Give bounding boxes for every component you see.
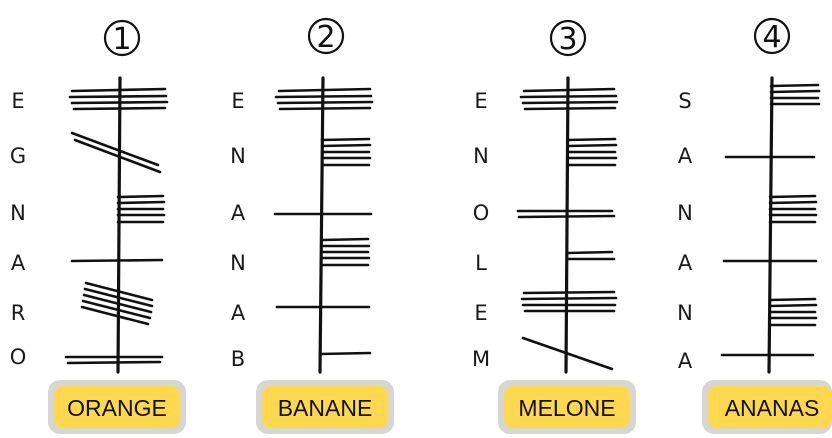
label-fill (708, 386, 832, 428)
letter-4: A (678, 251, 693, 275)
word-label: BANANE (278, 395, 373, 421)
panel-1: 1 E G N A R O (10, 19, 186, 434)
number-circle (103, 19, 141, 57)
letter-2: N (473, 144, 489, 168)
letter-3: A (231, 201, 246, 225)
letter-4: L (475, 251, 487, 275)
notch-group-6 (521, 336, 614, 371)
number-circle (307, 17, 345, 55)
label-fill (262, 386, 388, 428)
letter-4: N (230, 251, 246, 275)
letter-3: N (677, 201, 693, 225)
notch-group-1 (769, 83, 821, 106)
notch-group-2 (566, 137, 618, 167)
panel-number: 2 (316, 20, 335, 55)
notch-group-3 (516, 209, 616, 219)
panel-number: 4 (762, 20, 781, 55)
stem-line (116, 76, 122, 374)
notch-group-1 (274, 87, 374, 111)
letter-6: M (472, 347, 490, 371)
letter-3: O (473, 201, 490, 225)
panel-2: 2 E N A N A B (230, 17, 394, 434)
label-fill (54, 386, 180, 428)
word-label: MELONE (518, 395, 615, 421)
letter-1: S (678, 89, 691, 113)
notch-group-6 (318, 351, 372, 356)
number-circle (753, 17, 791, 55)
panel-number: 3 (558, 22, 577, 57)
notch-group-6 (64, 355, 164, 365)
notch-group-5 (768, 297, 818, 327)
letter-1: E (231, 89, 244, 113)
panel-number: 1 (112, 22, 131, 57)
notch-group-1 (68, 87, 169, 111)
notch-group-5 (520, 290, 618, 313)
word-label: ANANAS (725, 395, 820, 421)
letter-6: B (231, 347, 245, 371)
notch-group-2 (320, 137, 372, 167)
letter-5: R (11, 301, 26, 325)
letter-1: E (11, 89, 24, 113)
notch-group-5 (80, 281, 154, 326)
panel-4: 4 S A N A N A (677, 17, 832, 434)
letter-3: N (10, 201, 26, 225)
notch-group-2 (70, 131, 162, 174)
notch-group-3 (768, 194, 818, 224)
notch-group-1 (519, 87, 619, 111)
notch-group-4 (320, 237, 371, 267)
letter-5: N (677, 301, 693, 325)
number-circle (549, 19, 587, 57)
word-label: ORANGE (67, 395, 167, 421)
panel-3: 3 E N O L E M (472, 19, 636, 434)
letter-5: E (474, 301, 487, 325)
notch-group-3 (116, 194, 166, 224)
letter-4: A (11, 251, 26, 275)
stem-line (318, 76, 325, 374)
letter-6: O (10, 345, 27, 369)
notch-group-4 (566, 250, 616, 261)
notch-group-4 (70, 258, 164, 263)
letter-1: E (474, 89, 487, 113)
letter-5: A (231, 301, 246, 325)
stem-line (767, 76, 774, 374)
stem-line (564, 76, 570, 374)
letter-2: G (10, 144, 26, 168)
letter-6: A (678, 349, 693, 373)
label-fill (504, 386, 630, 428)
letter-2: N (230, 144, 246, 168)
letter-2: A (678, 144, 693, 168)
